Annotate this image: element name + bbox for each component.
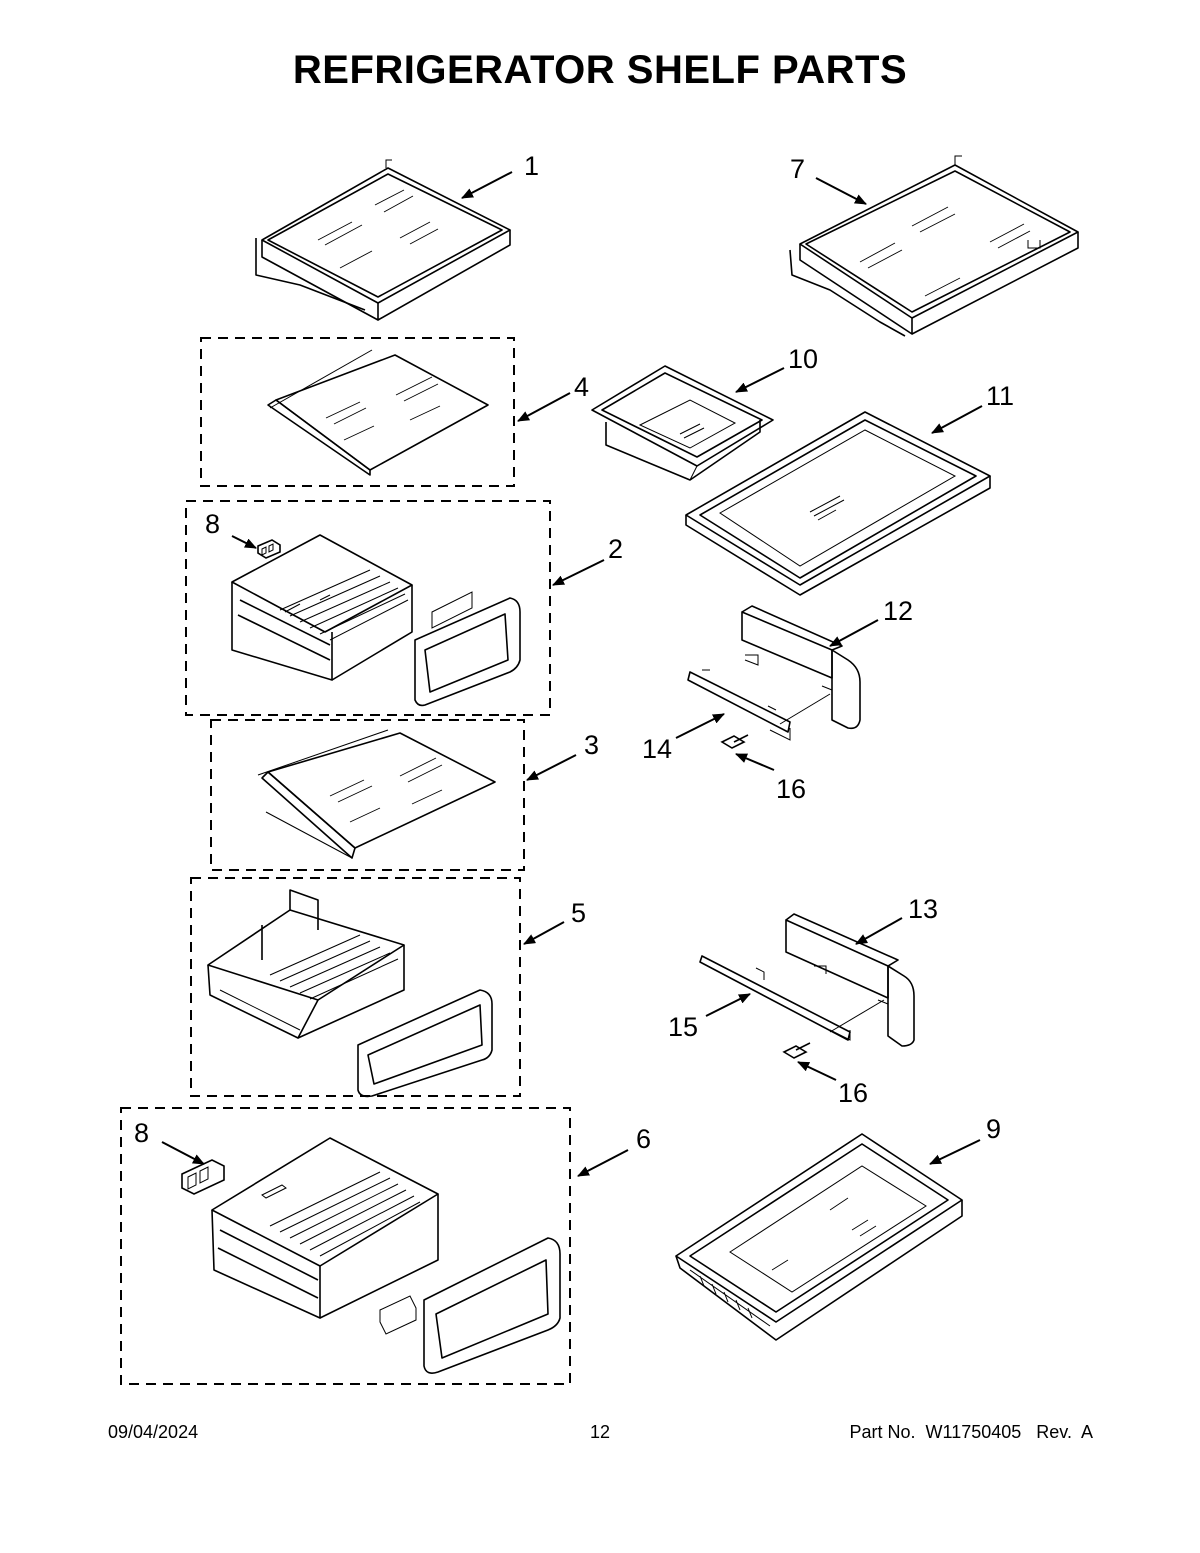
callout-14: 14 (642, 734, 672, 764)
callout-8-lower: 8 (134, 1118, 149, 1148)
callout-1: 1 (524, 151, 539, 181)
part-9-deli-drawer (675, 1133, 963, 1341)
part-6-drawer-front (379, 1237, 561, 1374)
part-8-clip-lower (181, 1159, 225, 1195)
part-10-small-bin (591, 365, 774, 481)
leader-2 (552, 559, 605, 586)
part-5-crisper-drawer (207, 889, 405, 1039)
leader-8-lower (161, 1141, 205, 1165)
leader-8-upper (231, 535, 257, 549)
leader-9 (929, 1139, 981, 1165)
part-3-glass-insert (257, 729, 496, 859)
footer-date: 09/04/2024 (108, 1422, 199, 1442)
callout-16-lower: 16 (838, 1078, 868, 1108)
part-1-glass-shelf (255, 159, 511, 321)
callout-8-upper: 8 (205, 509, 220, 539)
callout-2: 2 (608, 534, 623, 564)
callout-10: 10 (788, 344, 818, 374)
callout-5: 5 (571, 898, 586, 928)
leader-16-lower (797, 1061, 837, 1081)
callout-16-upper: 16 (776, 774, 806, 804)
part-12-drawer-slide-cover (741, 605, 861, 730)
page-title: REFRIGERATOR SHELF PARTS (292, 48, 908, 92)
callout-13: 13 (908, 894, 938, 924)
part-14-drawer-rail (687, 669, 831, 741)
leader-1 (461, 171, 513, 199)
leader-10 (735, 367, 785, 393)
callout-7: 7 (790, 154, 805, 184)
leader-7 (815, 177, 867, 205)
part-11-tray (685, 411, 991, 596)
leader-11 (931, 405, 983, 434)
part-5-drawer-front (357, 989, 493, 1098)
callout-3: 3 (584, 730, 599, 760)
leader-5 (523, 921, 565, 945)
leader-4 (517, 392, 571, 422)
leader-6 (577, 1149, 629, 1177)
footer-part-number: Part No. W11750405 Rev. A (849, 1422, 1093, 1442)
group-box-3 (210, 719, 525, 871)
leader-13 (855, 917, 903, 945)
part-16-screw-lower (782, 1042, 811, 1059)
footer-page-number: 12 (589, 1422, 611, 1442)
callout-9: 9 (986, 1114, 1001, 1144)
leader-15 (705, 993, 751, 1017)
callout-11: 11 (986, 381, 1014, 411)
leader-16-upper (735, 753, 775, 771)
part-2-drawer-front (414, 591, 521, 707)
leader-14 (675, 713, 725, 739)
callout-6: 6 (636, 1124, 651, 1154)
callout-15: 15 (668, 1012, 698, 1042)
group-box-6 (120, 1107, 571, 1385)
callout-12: 12 (883, 596, 913, 626)
part-4-glass-insert (267, 349, 489, 476)
part-2-crisper-drawer (231, 534, 413, 681)
part-7-glass-shelf (789, 155, 1079, 337)
group-box-4 (200, 337, 515, 487)
callout-4: 4 (574, 372, 589, 402)
callout-arrows (161, 171, 983, 1177)
part-8-clip-upper (257, 539, 281, 559)
leader-3 (526, 754, 577, 781)
part-15-drawer-rail (699, 955, 885, 1041)
leader-12 (829, 619, 879, 647)
part-13-drawer-slide-cover (785, 913, 915, 1047)
part-16-screw-upper (720, 734, 749, 749)
part-6-crisper-drawer (211, 1137, 439, 1319)
